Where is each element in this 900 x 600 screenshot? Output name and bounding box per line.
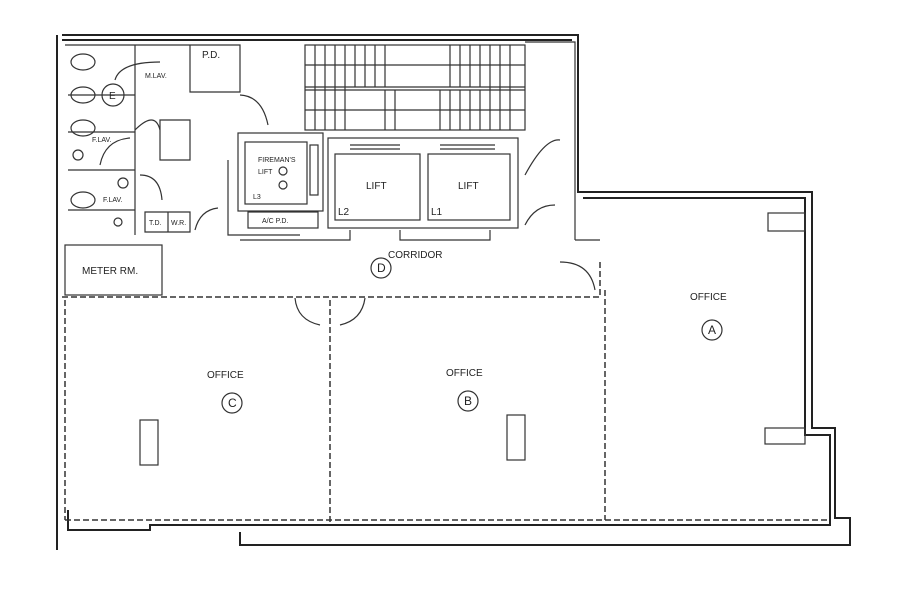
label-meter-room: METER RM. <box>82 266 138 277</box>
label-f-lav-2: F.LAV. <box>103 197 123 204</box>
lift-shafts <box>240 137 600 241</box>
firemans-lift <box>227 132 324 236</box>
room-labels: P.D. M.LAV. E F.LAV. F.LAV. FIREMAN'S LI… <box>82 50 727 410</box>
label-office-c-marker: C <box>228 396 237 410</box>
outer-walls <box>56 34 851 550</box>
marker-d-circle <box>370 257 392 279</box>
label-firemans-lift: LIFT <box>258 169 273 176</box>
label-lift-1: LIFT <box>458 181 479 192</box>
office-partitions <box>64 212 830 522</box>
label-ac-pd: A/C P.D. <box>262 218 288 225</box>
label-office-c: OFFICE <box>207 370 244 381</box>
label-m-lav: M.LAV. <box>145 73 167 80</box>
marker-c-circle <box>221 392 243 414</box>
label-e-marker: E <box>109 91 116 102</box>
label-l2: L2 <box>338 207 350 218</box>
marker-b-circle <box>457 390 479 412</box>
label-pd: P.D. <box>202 50 220 61</box>
marker-e-circle <box>101 83 125 107</box>
label-lift-2: LIFT <box>366 181 387 192</box>
label-office-b: OFFICE <box>446 368 483 379</box>
staircase <box>304 41 576 240</box>
label-office-a-marker: A <box>708 323 716 337</box>
label-wr: W.R. <box>171 220 186 227</box>
marker-a-circle <box>701 319 723 341</box>
label-corridor: CORRIDOR <box>388 250 442 261</box>
label-l1: L1 <box>431 207 443 218</box>
label-f-lav-1: F.LAV. <box>92 137 112 144</box>
label-td: T.D. <box>149 220 162 227</box>
label-office-a: OFFICE <box>690 292 727 303</box>
label-firemans: FIREMAN'S <box>258 157 296 164</box>
corridor <box>62 244 601 326</box>
label-l3: L3 <box>253 194 261 201</box>
label-corridor-marker: D <box>377 261 386 275</box>
label-office-b-marker: B <box>464 394 472 408</box>
core-block <box>65 44 269 235</box>
